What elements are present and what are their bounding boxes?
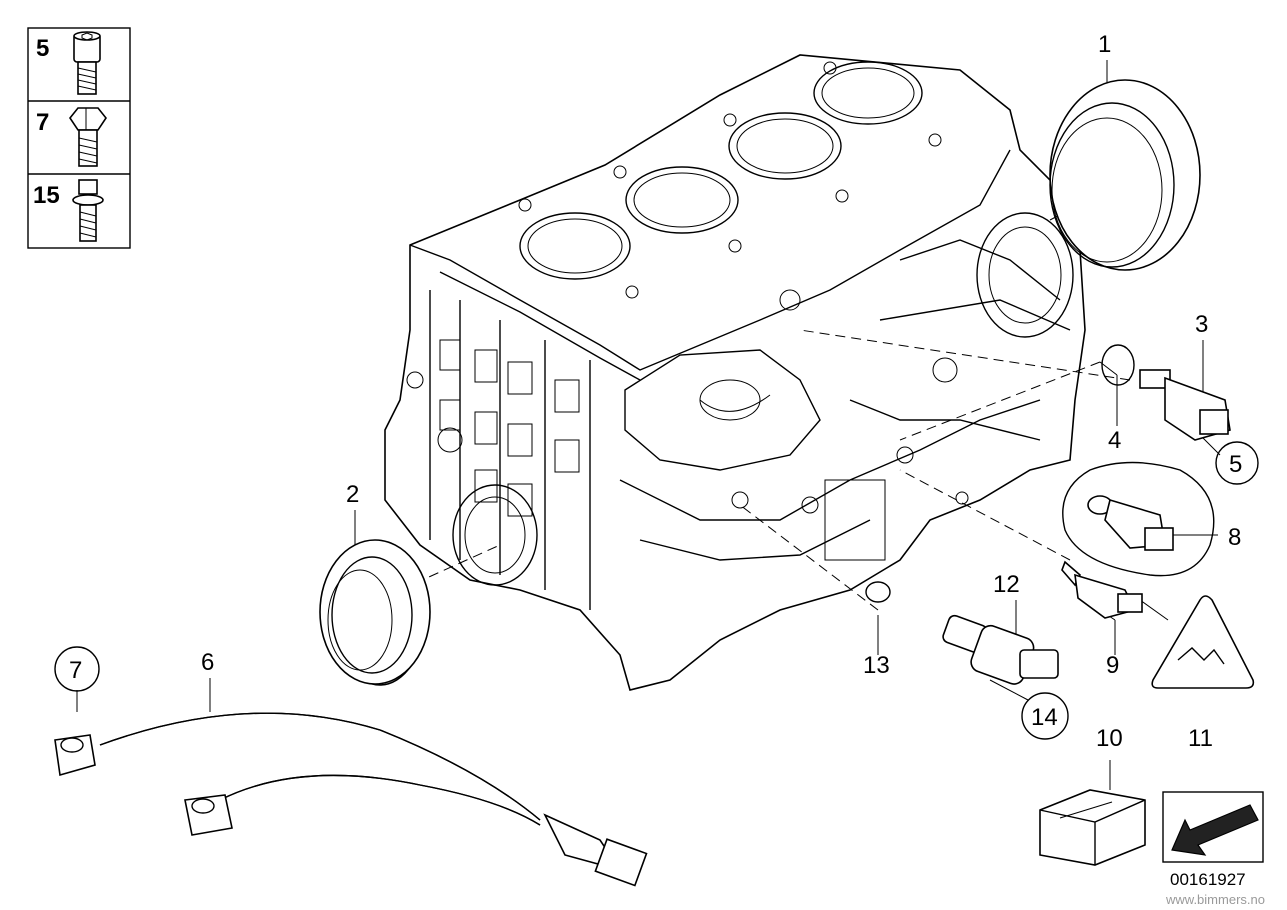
callout-labels: 1 2 3 4 5 6 7 8 9 10 11 12 13 14 <box>54 31 1259 752</box>
warning-triangle-icon <box>1151 595 1255 689</box>
hex-bolt-icon <box>69 107 107 167</box>
oil-level-sensor <box>1061 560 1143 619</box>
cylinder-bore <box>728 112 842 180</box>
legend-number-5: 5 <box>36 35 49 62</box>
callout-4[interactable]: 4 <box>1108 427 1121 454</box>
small-parts-box <box>1039 789 1146 866</box>
callout-5[interactable]: 5 <box>1229 451 1242 478</box>
callout-2[interactable]: 2 <box>346 481 359 508</box>
navigation-arrow-icon[interactable] <box>1162 791 1264 863</box>
cylinder-bore <box>813 61 923 125</box>
diagram-id: 00161927 <box>1170 870 1246 889</box>
legend-number-15: 15 <box>33 182 60 209</box>
callout-7[interactable]: 7 <box>69 657 82 684</box>
oil-pressure-switch <box>1062 461 1215 577</box>
callout-8[interactable]: 8 <box>1228 524 1241 551</box>
flange-bolt-icon <box>72 179 104 242</box>
callout-13[interactable]: 13 <box>863 652 890 679</box>
callout-3[interactable]: 3 <box>1195 311 1208 338</box>
callout-12[interactable]: 12 <box>993 571 1020 598</box>
front-crankshaft-seal <box>319 539 431 686</box>
callout-6[interactable]: 6 <box>201 649 214 676</box>
legend-number-7: 7 <box>36 109 49 136</box>
callout-1[interactable]: 1 <box>1098 31 1111 58</box>
temperature-sensor <box>1101 344 1231 441</box>
knock-sensor-harness <box>54 712 648 887</box>
cylinder-bore <box>519 212 631 280</box>
engine-block-drawing <box>384 54 1086 691</box>
cylinder-bore <box>625 166 739 234</box>
callout-10[interactable]: 10 <box>1096 725 1123 752</box>
rear-crankshaft-seal <box>1049 79 1201 271</box>
watermark: www.bimmers.no <box>1165 892 1265 907</box>
callout-11[interactable]: 11 <box>1188 725 1213 752</box>
fastener-legend: 5 7 15 <box>27 27 131 249</box>
socket-head-screw-icon <box>73 31 101 95</box>
callout-14[interactable]: 14 <box>1031 704 1058 731</box>
callout-9[interactable]: 9 <box>1106 652 1119 679</box>
solenoid-valve <box>865 581 1059 685</box>
